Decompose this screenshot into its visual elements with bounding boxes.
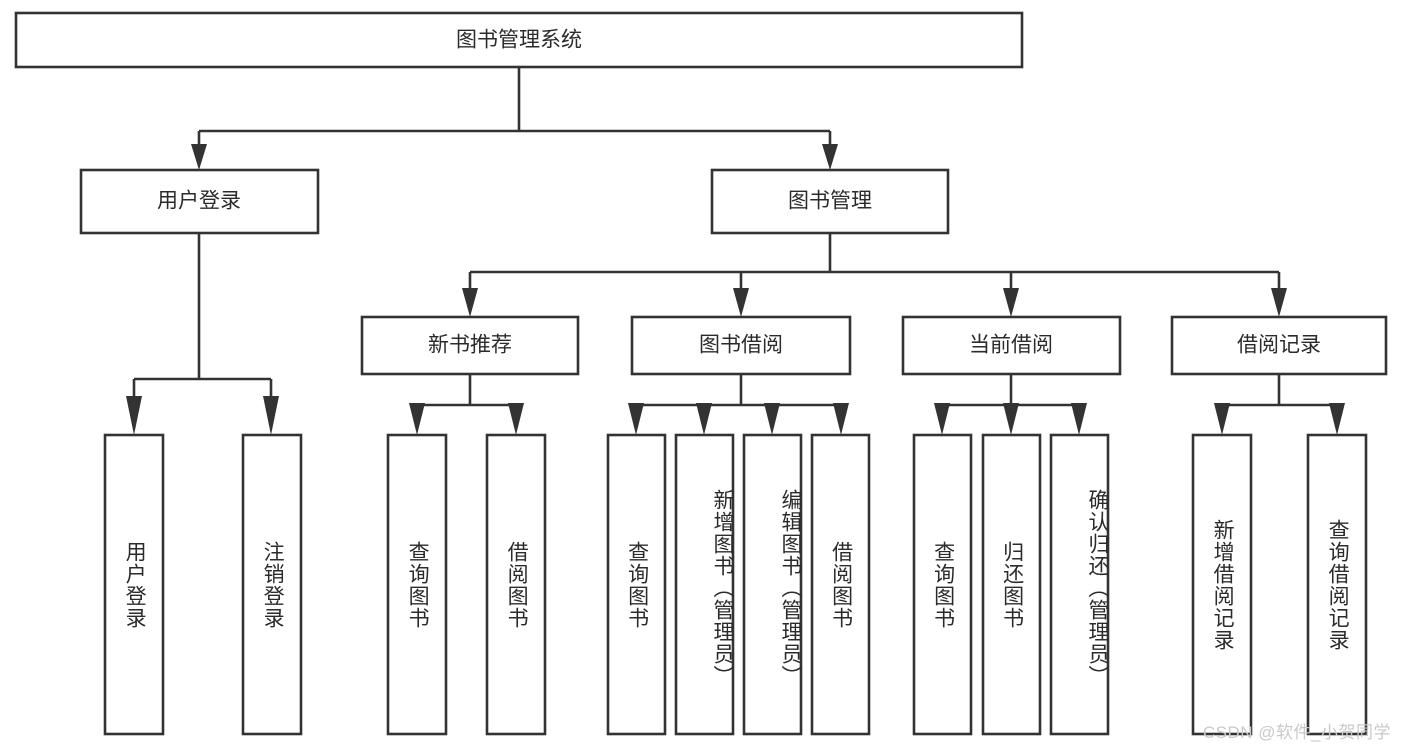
node-borrow-records[interactable] — [1170, 315, 1388, 376]
node-user-login-label: 用户登录 — [157, 190, 241, 213]
leaf-box-borrow-book-recommend[interactable] — [485, 433, 547, 736]
arrow-head-icon-newbook-2 — [508, 403, 524, 435]
arrow-head-icon-userlogin-2 — [263, 396, 279, 435]
node-book-borrow-label: 图书借阅 — [699, 334, 783, 357]
node-root-label: 图书管理系统 — [456, 29, 582, 52]
connector-group-bookmgmt-to-level3 — [462, 233, 1287, 317]
node-current-borrow[interactable] — [901, 315, 1122, 376]
arrow-head-icon-currentborrow-1 — [934, 403, 950, 435]
leaf-box-edit-book-admin[interactable] — [742, 433, 803, 736]
leaf-box-query-book-borrow[interactable] — [606, 433, 667, 736]
leaf-box-user-logout[interactable] — [241, 433, 303, 736]
arrow-head-icon-borrowrecords-2 — [1329, 403, 1345, 435]
arrow-head-icon-currentborrow-2 — [1003, 403, 1019, 435]
arrow-head-icon-bookborrow-4 — [833, 403, 849, 435]
leaf-box-return-book[interactable] — [981, 433, 1042, 736]
arrow-head-icon-level3-3 — [1003, 288, 1019, 317]
arrow-head-icon-currentborrow-3 — [1071, 403, 1087, 435]
node-current-borrow-label: 当前借阅 — [969, 334, 1053, 357]
arrow-head-icon-root-2 — [822, 144, 838, 170]
node-new-book-recommend-label: 新书推荐 — [428, 334, 512, 357]
leaf-box-add-book-admin[interactable] — [674, 433, 735, 736]
csdn-watermark: CSDN @软件_小贺同学 — [1202, 723, 1391, 742]
arrow-head-icon-userlogin-1 — [126, 396, 142, 435]
connector-group-bookborrow-to-leaves — [628, 374, 849, 435]
leaf-box-query-book-recommend[interactable] — [386, 433, 448, 736]
arrow-head-icon-bookborrow-3 — [764, 403, 780, 435]
leaf-box-confirm-return-admin[interactable] — [1049, 433, 1110, 736]
connector-group-borrowrecords-to-leaves — [1214, 374, 1345, 435]
leaf-box-add-borrow-record[interactable] — [1191, 433, 1253, 736]
node-root[interactable] — [14, 11, 1024, 69]
arrow-head-icon-bookborrow-2 — [696, 403, 712, 435]
node-borrow-records-label: 借阅记录 — [1237, 334, 1321, 357]
node-book-management[interactable] — [710, 168, 950, 235]
arrow-head-icon-level3-2 — [733, 288, 749, 317]
leaf-box-user-login[interactable] — [103, 433, 165, 736]
node-book-borrow[interactable] — [630, 315, 852, 376]
node-new-book-recommend[interactable] — [360, 315, 580, 376]
node-book-management-label: 图书管理 — [788, 190, 872, 213]
arrow-head-icon-level3-1 — [462, 288, 478, 317]
arrow-head-icon-level3-4 — [1271, 288, 1287, 317]
leaf-box-borrow-book[interactable] — [810, 433, 871, 736]
connector-group-newbook-to-leaves — [409, 374, 524, 435]
arrow-head-icon-newbook-1 — [409, 403, 425, 435]
connector-group-root-to-level2 — [191, 67, 838, 170]
connector-group-userlogin-to-leaves — [126, 233, 279, 435]
arrow-head-icon-bookborrow-1 — [628, 403, 644, 435]
leaf-box-query-borrow-record[interactable] — [1306, 433, 1368, 736]
node-user-login[interactable] — [79, 168, 320, 235]
connector-group-currentborrow-to-leaves — [934, 374, 1087, 435]
leaf-box-query-book-current[interactable] — [912, 433, 973, 736]
arrow-head-icon-root-1 — [191, 144, 207, 170]
arrow-head-icon-borrowrecords-1 — [1214, 403, 1230, 435]
